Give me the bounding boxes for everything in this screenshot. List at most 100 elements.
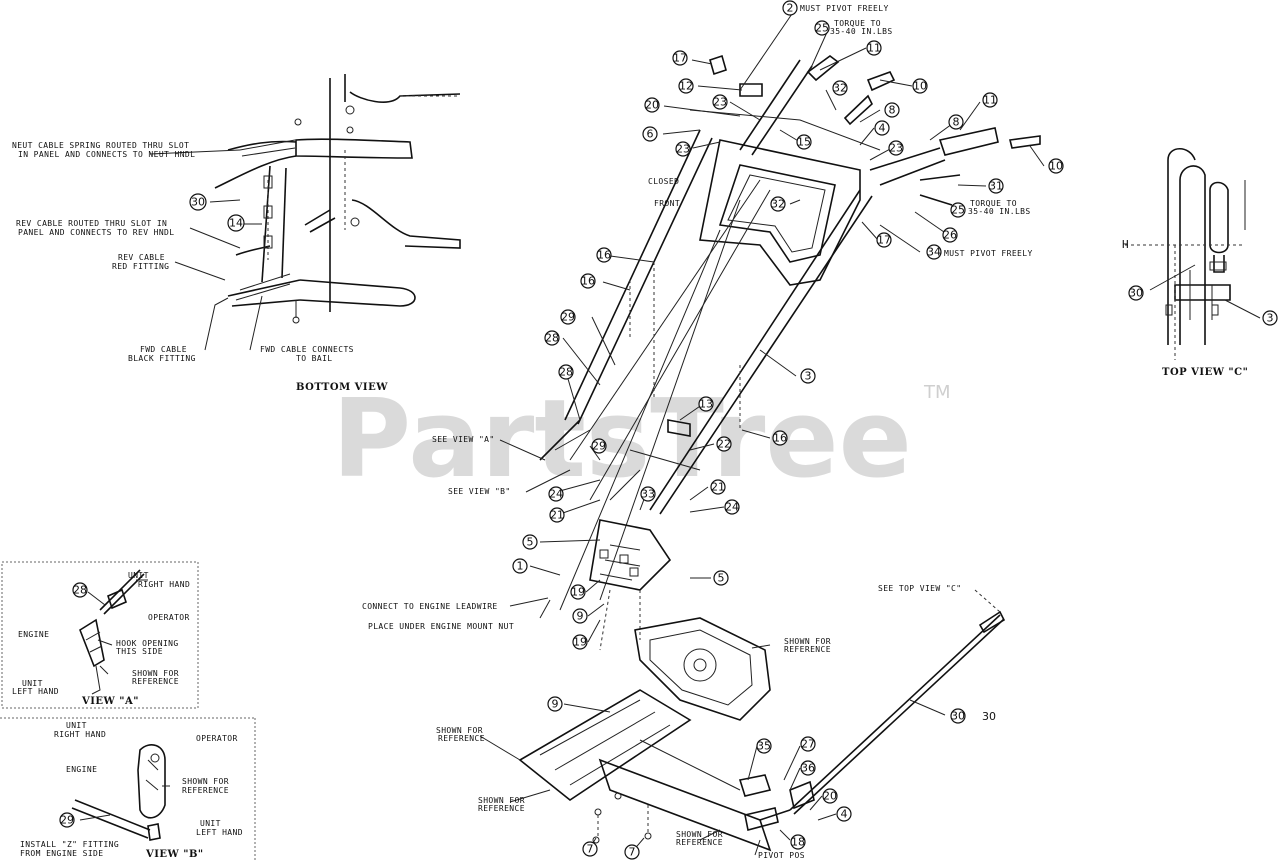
svg-text:10: 10 [913,80,927,93]
note-view-a-shown-1: SHOWN FOR [132,669,179,678]
note-shown-ref-1-c: SHOWN FOR [478,796,525,805]
callout-30-bottom-view: 30 [189,193,207,211]
callout-19-a: 19 [570,584,586,600]
svg-text:27: 27 [801,738,815,751]
note-connect-engine: CONNECT TO ENGINE LEADWIRE [362,602,498,611]
callout-8: 8 [884,102,900,118]
callout-16-a: 16 [596,247,612,263]
svg-text:7: 7 [587,843,594,856]
svg-text:31: 31 [989,180,1003,193]
top-view-c-drawing [1125,147,1246,360]
note-torque-mid-2: 35-40 IN.LBS [968,207,1031,216]
svg-text:30: 30 [191,196,205,209]
callout-9-a: 9 [572,608,588,624]
svg-text:33: 33 [641,488,655,501]
svg-text:19: 19 [573,636,587,649]
label-bottom-view: BOTTOM VIEW [296,382,388,393]
callout-28-b: 28 [558,364,574,380]
note-shown-ref-1-a: SHOWN FOR [784,637,831,646]
svg-text:25: 25 [815,22,829,35]
note-fwd-bail-2: TO BAIL [296,354,333,363]
svg-text:28: 28 [545,332,559,345]
callout-13: 13 [698,396,714,412]
note-view-a-shown-2: REFERENCE [132,677,179,686]
note-view-b-unit-lh-1: UNIT [200,819,221,828]
callout-21-right: 21 [710,479,726,495]
callout-17-mid: 17 [876,232,892,248]
callout-11-top: 11 [866,40,882,56]
svg-text:3: 3 [805,370,812,383]
svg-text:17: 17 [673,52,687,65]
leader-lines [79,7,1261,856]
callout-24-right: 24 [724,499,740,515]
note-fwd-1: FWD CABLE [140,345,187,354]
note-view-a-unit-rh-2: RIGHT HAND [138,580,190,589]
bottom-view-drawing [214,74,461,324]
callout-32-top: 32 [832,80,848,96]
note-rev-fitting-1: REV CABLE [118,253,165,262]
callout-3: 3 [800,368,816,384]
svg-text:18: 18 [791,836,805,849]
callout-7-b: 7 [624,844,640,860]
svg-text:29: 29 [592,440,606,453]
note-rev-2: PANEL AND CONNECTS TO REV HNDL [18,228,175,237]
svg-text:21: 21 [550,509,564,522]
callout-4-bottom: 4 [836,806,852,822]
svg-text:21: 21 [711,481,725,494]
callout-16-c: 16 [772,430,788,446]
note-shown-ref-1-d: SHOWN FOR [676,830,723,839]
note-pivot-pos: PIVOT POS [758,851,805,860]
svg-text:34: 34 [927,246,941,259]
callout-4-top: 4 [874,120,890,136]
svg-text:4: 4 [879,122,886,135]
note-shown-ref-2-b: REFERENCE [438,734,485,743]
callout-31: 31 [988,178,1004,194]
callout-20-bottom: 20 [822,788,838,804]
callout-18: 18 [790,834,806,850]
svg-text:10: 10 [1049,160,1063,173]
svg-text:29: 29 [561,311,575,324]
label-30-cable: 30 [982,710,996,723]
note-view-b-unit-lh-2: LEFT HAND [196,828,243,837]
svg-text:25: 25 [951,204,965,217]
view-b-drawing [0,717,256,861]
note-view-a-engine: ENGINE [18,630,49,639]
callout-36: 36 [800,760,816,776]
watermark-text: PartsTree [332,377,912,502]
svg-text:23: 23 [676,143,690,156]
note-install-z-1: INSTALL "Z" FITTING [20,840,119,849]
svg-text:12: 12 [679,80,693,93]
callout-6: 6 [642,126,658,142]
svg-text:28: 28 [73,584,87,597]
svg-text:29: 29 [60,814,74,827]
svg-text:9: 9 [552,698,559,711]
svg-text:28: 28 [559,366,573,379]
svg-text:5: 5 [527,536,534,549]
callout-5-left: 5 [522,534,538,550]
note-install-z-2: FROM ENGINE SIDE [20,849,103,858]
view-a-drawing [1,561,199,709]
callout-21-left: 21 [549,507,565,523]
callout-1: 1 [512,558,528,574]
svg-text:30: 30 [951,710,965,723]
note-shown-ref-2-a: REFERENCE [784,645,831,654]
note-shown-ref-1-b: SHOWN FOR [436,726,483,735]
svg-text:11: 11 [867,42,881,55]
note-neut-1: NEUT CABLE SPRING ROUTED THRU SLOT [12,141,189,150]
note-see-view-a: SEE VIEW "A" [432,435,495,444]
callout-11-right: 11 [982,92,998,108]
svg-text:23: 23 [889,142,903,155]
label-view-b: VIEW "B" [145,849,204,860]
callout-32-panel: 32 [770,196,786,212]
note-pivot-mid: MUST PIVOT FREELY [944,249,1033,258]
callout-25-top: 25 [814,20,830,36]
note-view-a-unit-lh-2: LEFT HAND [12,687,59,696]
callout-30-cable: 30 [950,708,966,724]
callout-34: 34 [926,244,942,260]
callout-28-a: 28 [544,330,560,346]
callout-23-right: 23 [888,140,904,156]
svg-text:7: 7 [629,846,636,859]
svg-text:9: 9 [577,610,584,623]
svg-text:24: 24 [549,488,563,501]
svg-text:20: 20 [823,790,837,803]
